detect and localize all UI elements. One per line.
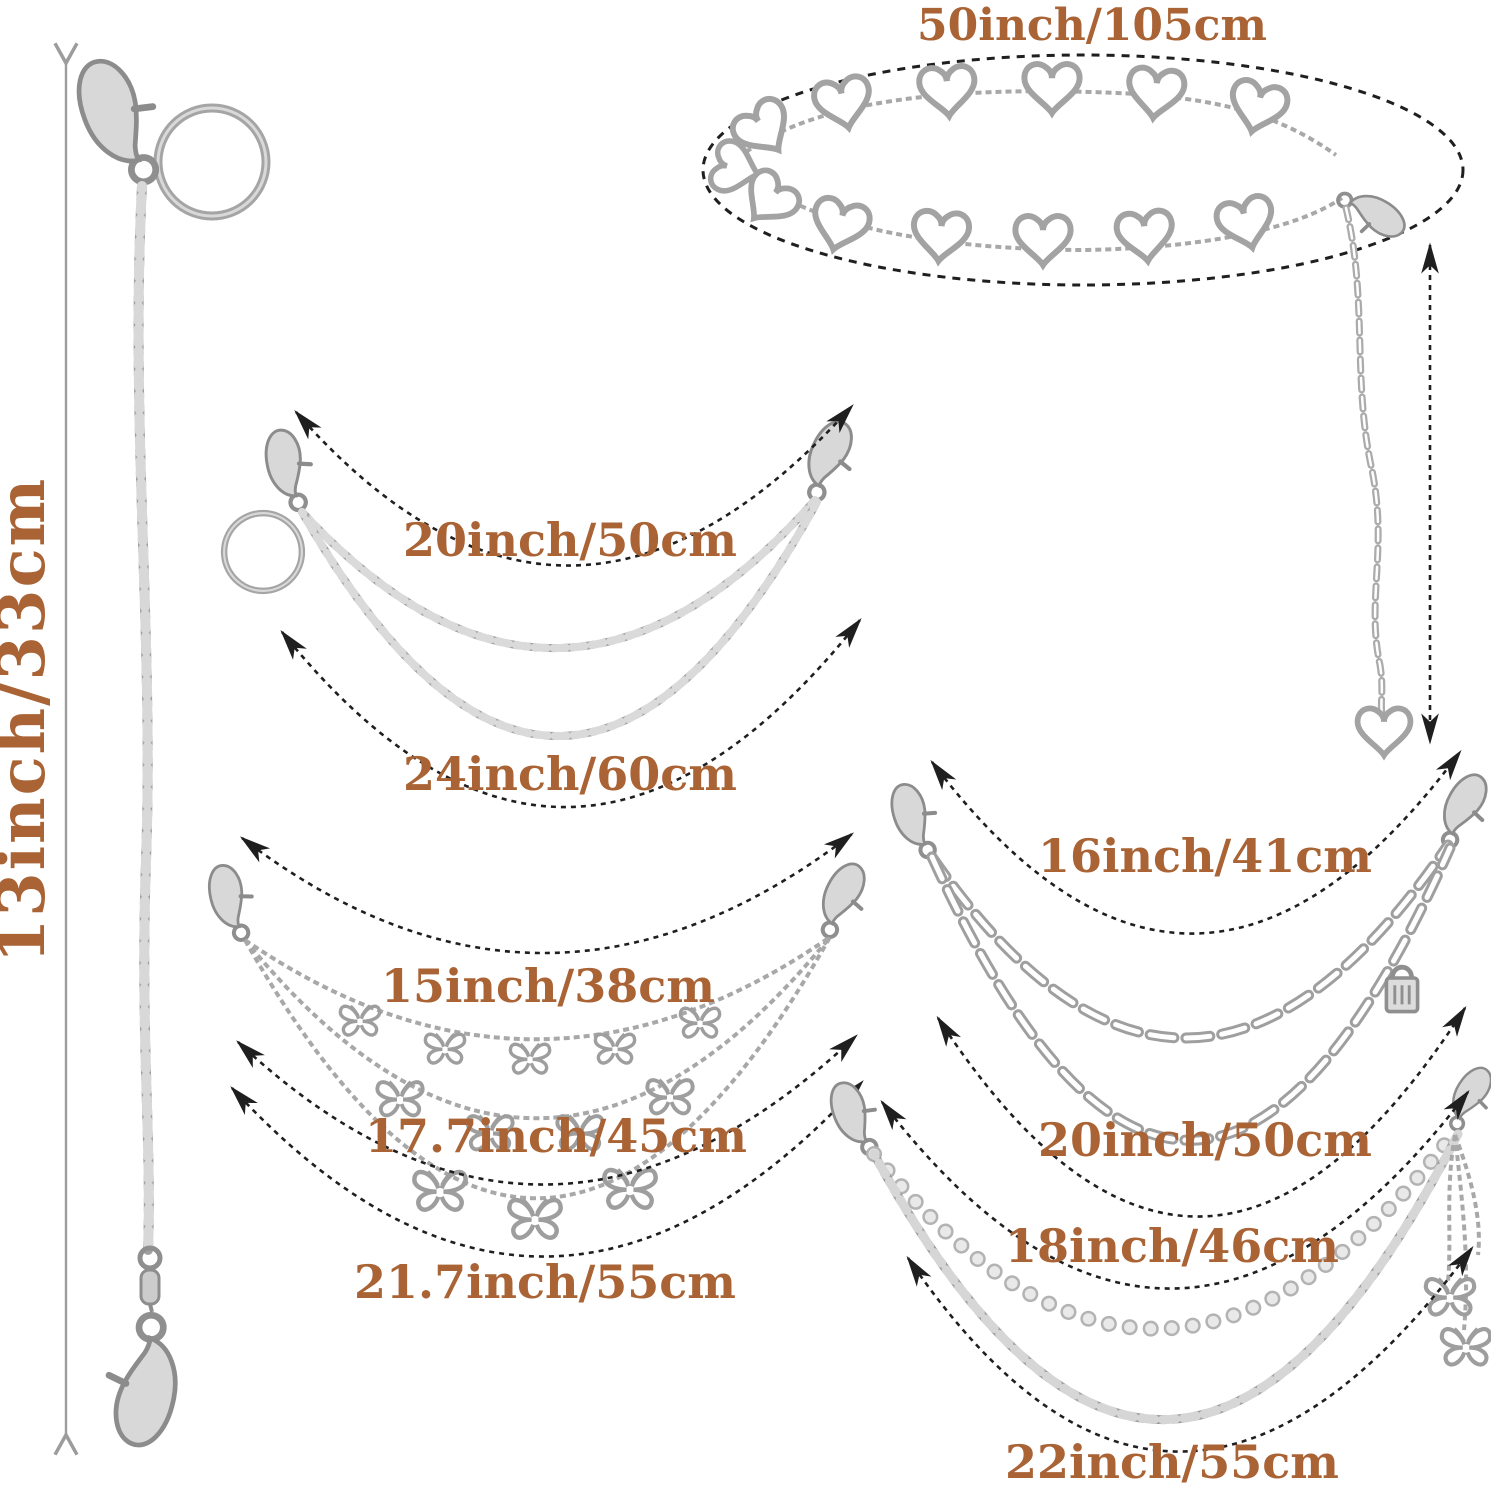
lock-charm-icon bbox=[1386, 967, 1417, 1011]
paperclip-chain-panel: 16inch/41cm 20inch/50cm bbox=[882, 749, 1491, 1218]
heart-charm-icon bbox=[1358, 708, 1411, 755]
lobster-clasp-icon bbox=[103, 1312, 181, 1448]
heart-charm-icon bbox=[1015, 216, 1070, 265]
hip-short-label: 20inch/50cm bbox=[403, 513, 737, 567]
lobster-clasp-icon bbox=[258, 424, 323, 515]
heart-charm-icon bbox=[911, 210, 970, 264]
ruler: 13inch/33cm bbox=[0, 62, 66, 1436]
measure-arc bbox=[239, 832, 855, 955]
measure-arc bbox=[880, 1089, 1470, 1290]
butterfly-charm-icon bbox=[508, 1042, 552, 1075]
heart-charm-icon bbox=[812, 74, 876, 133]
measure-arc bbox=[930, 749, 1462, 935]
heart-belt: 50inch/105cm bbox=[701, 0, 1465, 755]
butterfly-charm-icon bbox=[423, 1032, 467, 1065]
lobster-clasp-icon bbox=[62, 47, 182, 194]
cable-chain-2 bbox=[243, 935, 832, 1121]
pearl-long-label: 22inch/55cm bbox=[1005, 1435, 1339, 1489]
butterfly-third-label: 21.7inch/55cm bbox=[354, 1255, 736, 1309]
swivel-link bbox=[148, 1303, 154, 1313]
pearl-chain-panel: 18inch/46cm 22inch/55cm bbox=[821, 1059, 1491, 1489]
lobster-clasp-icon bbox=[1431, 768, 1491, 855]
paperclip-long-label: 20inch/50cm bbox=[1038, 1113, 1372, 1167]
ruler-label: 13inch/33cm bbox=[0, 477, 60, 964]
measure-arc bbox=[280, 617, 862, 809]
paperclip-chain-long bbox=[926, 842, 1456, 1146]
lobster-clasp-icon bbox=[882, 777, 951, 864]
extender-pendant bbox=[1358, 708, 1411, 755]
pearl-chain-highlight bbox=[868, 1124, 1462, 1335]
butterfly-charm-icon bbox=[1442, 1328, 1490, 1364]
lobster-clasp-icon bbox=[797, 416, 862, 507]
butterfly-charm-icon bbox=[604, 1169, 655, 1207]
heart-charm-icon bbox=[1214, 193, 1279, 254]
lobster-clasp-icon bbox=[811, 858, 875, 944]
swivel-barrel-icon bbox=[139, 1268, 161, 1306]
tassel-chain bbox=[1453, 1134, 1469, 1331]
keychain-13inch bbox=[62, 47, 266, 1447]
key-ring-icon bbox=[158, 108, 266, 216]
measure-arc bbox=[906, 1245, 1474, 1453]
extender-chain-core bbox=[1344, 206, 1384, 716]
waist-outline bbox=[701, 53, 1465, 287]
paperclip-short-label: 16inch/41cm bbox=[1038, 829, 1372, 883]
extender-chain bbox=[1342, 204, 1386, 718]
hip-long-label: 24inch/60cm bbox=[403, 747, 737, 801]
heart-charm-icon bbox=[807, 195, 873, 257]
heart-charm-icon bbox=[1024, 64, 1079, 113]
butterfly-charm-icon bbox=[338, 1004, 382, 1037]
swivel-ring-icon bbox=[137, 1245, 163, 1271]
lobster-clasp-icon bbox=[1438, 1059, 1491, 1140]
pearl-short-label: 18inch/46cm bbox=[1005, 1219, 1339, 1273]
butterfly-first-label: 15inch/38cm bbox=[381, 959, 715, 1013]
lobster-clasp-icon bbox=[1327, 180, 1414, 249]
tassel-chain bbox=[1453, 1134, 1481, 1256]
heart-charm-icon bbox=[1225, 77, 1290, 138]
butterfly-second-label: 17.7inch/45cm bbox=[365, 1109, 747, 1163]
heart-charm-icon bbox=[1115, 209, 1175, 263]
curb-chain-highlight bbox=[869, 1129, 1463, 1425]
butterfly-charm-icon bbox=[509, 1199, 560, 1237]
heart-charm-icon bbox=[918, 65, 976, 118]
paperclip-chain-long-core bbox=[929, 845, 1453, 1143]
lobster-clasp-icon bbox=[201, 859, 265, 945]
heart-charm-icon bbox=[1126, 66, 1186, 120]
heart-charms bbox=[708, 64, 1290, 265]
belt-size-label: 50inch/105cm bbox=[917, 0, 1267, 51]
butterfly-charm-icon bbox=[593, 1032, 637, 1065]
hip-chain-panel: 20inch/50cm 24inch/60cm bbox=[224, 404, 862, 809]
key-ring-icon bbox=[224, 513, 302, 591]
measure-arc bbox=[230, 1080, 864, 1258]
butterfly-charm-icon bbox=[414, 1171, 465, 1209]
curb-chain-highlight bbox=[133, 181, 154, 1255]
butterfly-chain-panel: 15inch/38cm 17.7inch/45cm 21.7inch/55cm bbox=[201, 832, 875, 1309]
